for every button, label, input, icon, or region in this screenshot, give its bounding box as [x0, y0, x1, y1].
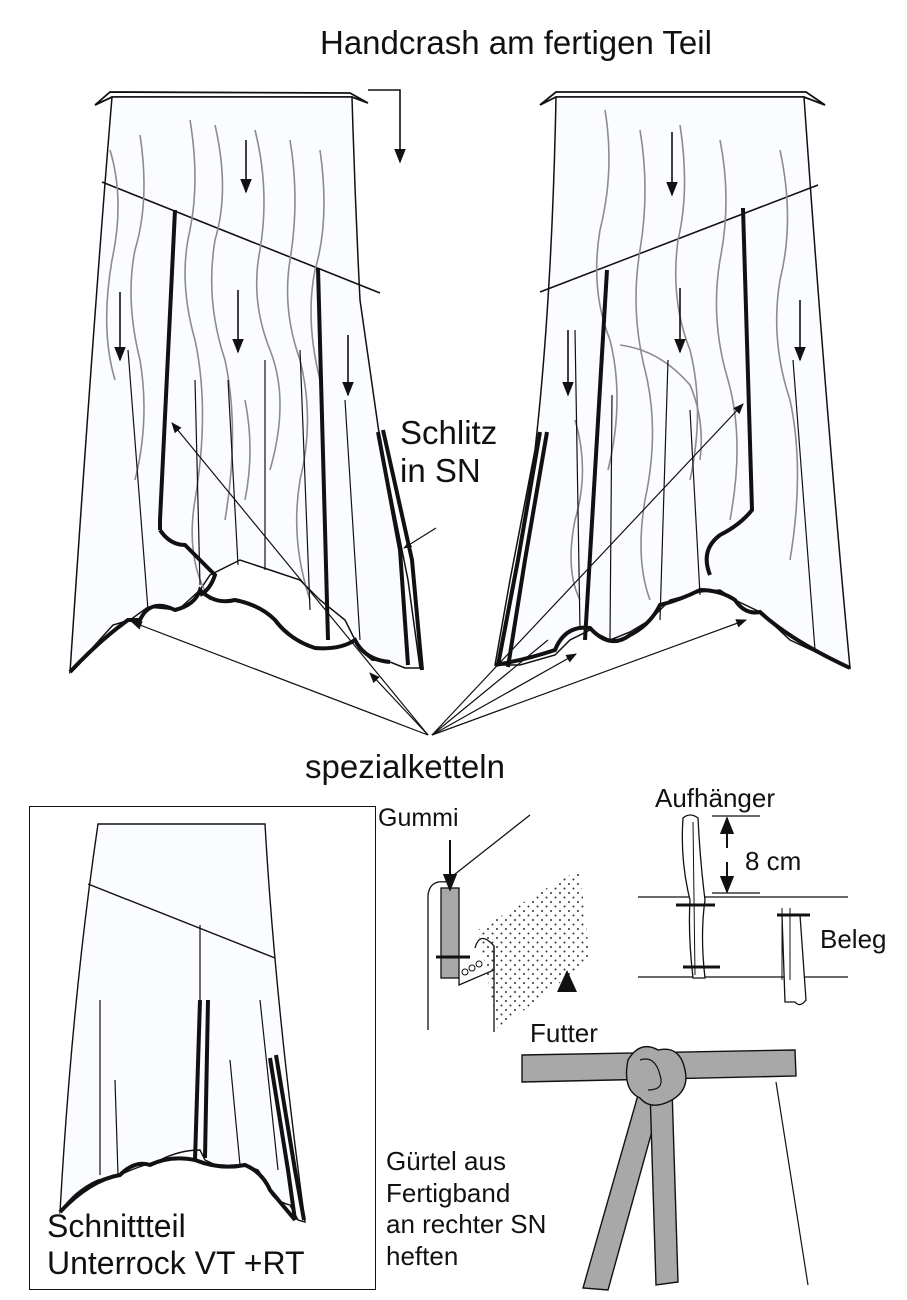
- right-skirt-sketch: [494, 91, 851, 670]
- left-skirt-sketch: [68, 89, 424, 675]
- pattern-piece-label: Schnittteil Unterrock VT +RT: [47, 1208, 305, 1281]
- spezialketteln-pointer-lines: [130, 403, 748, 736]
- facing-label: Beleg: [820, 924, 887, 954]
- right-skirt-crinkles: [570, 109, 799, 601]
- elastic-label: Gummi: [378, 804, 459, 832]
- measure-label: 8 cm: [745, 846, 802, 876]
- special-chain-label: spezialketteln: [305, 748, 505, 785]
- hanger-label: Aufhänger: [655, 783, 775, 813]
- elastic-lining-detail: [427, 814, 590, 1032]
- slit-label: Schlitz in SN: [400, 414, 498, 489]
- pattern-piece-frame: [29, 806, 376, 1290]
- pattern-piece-sketch: [58, 823, 306, 1223]
- lining-label: Futter: [530, 1018, 598, 1048]
- left-skirt-outline: [69, 96, 421, 675]
- belt-note-label: Gürtel aus Fertigband an rechter SN heft…: [386, 1146, 547, 1272]
- belt-sketch: [521, 1046, 809, 1291]
- hanger-facing-detail: [638, 814, 848, 1006]
- page-title: Handcrash am fertigen Teil: [320, 24, 712, 61]
